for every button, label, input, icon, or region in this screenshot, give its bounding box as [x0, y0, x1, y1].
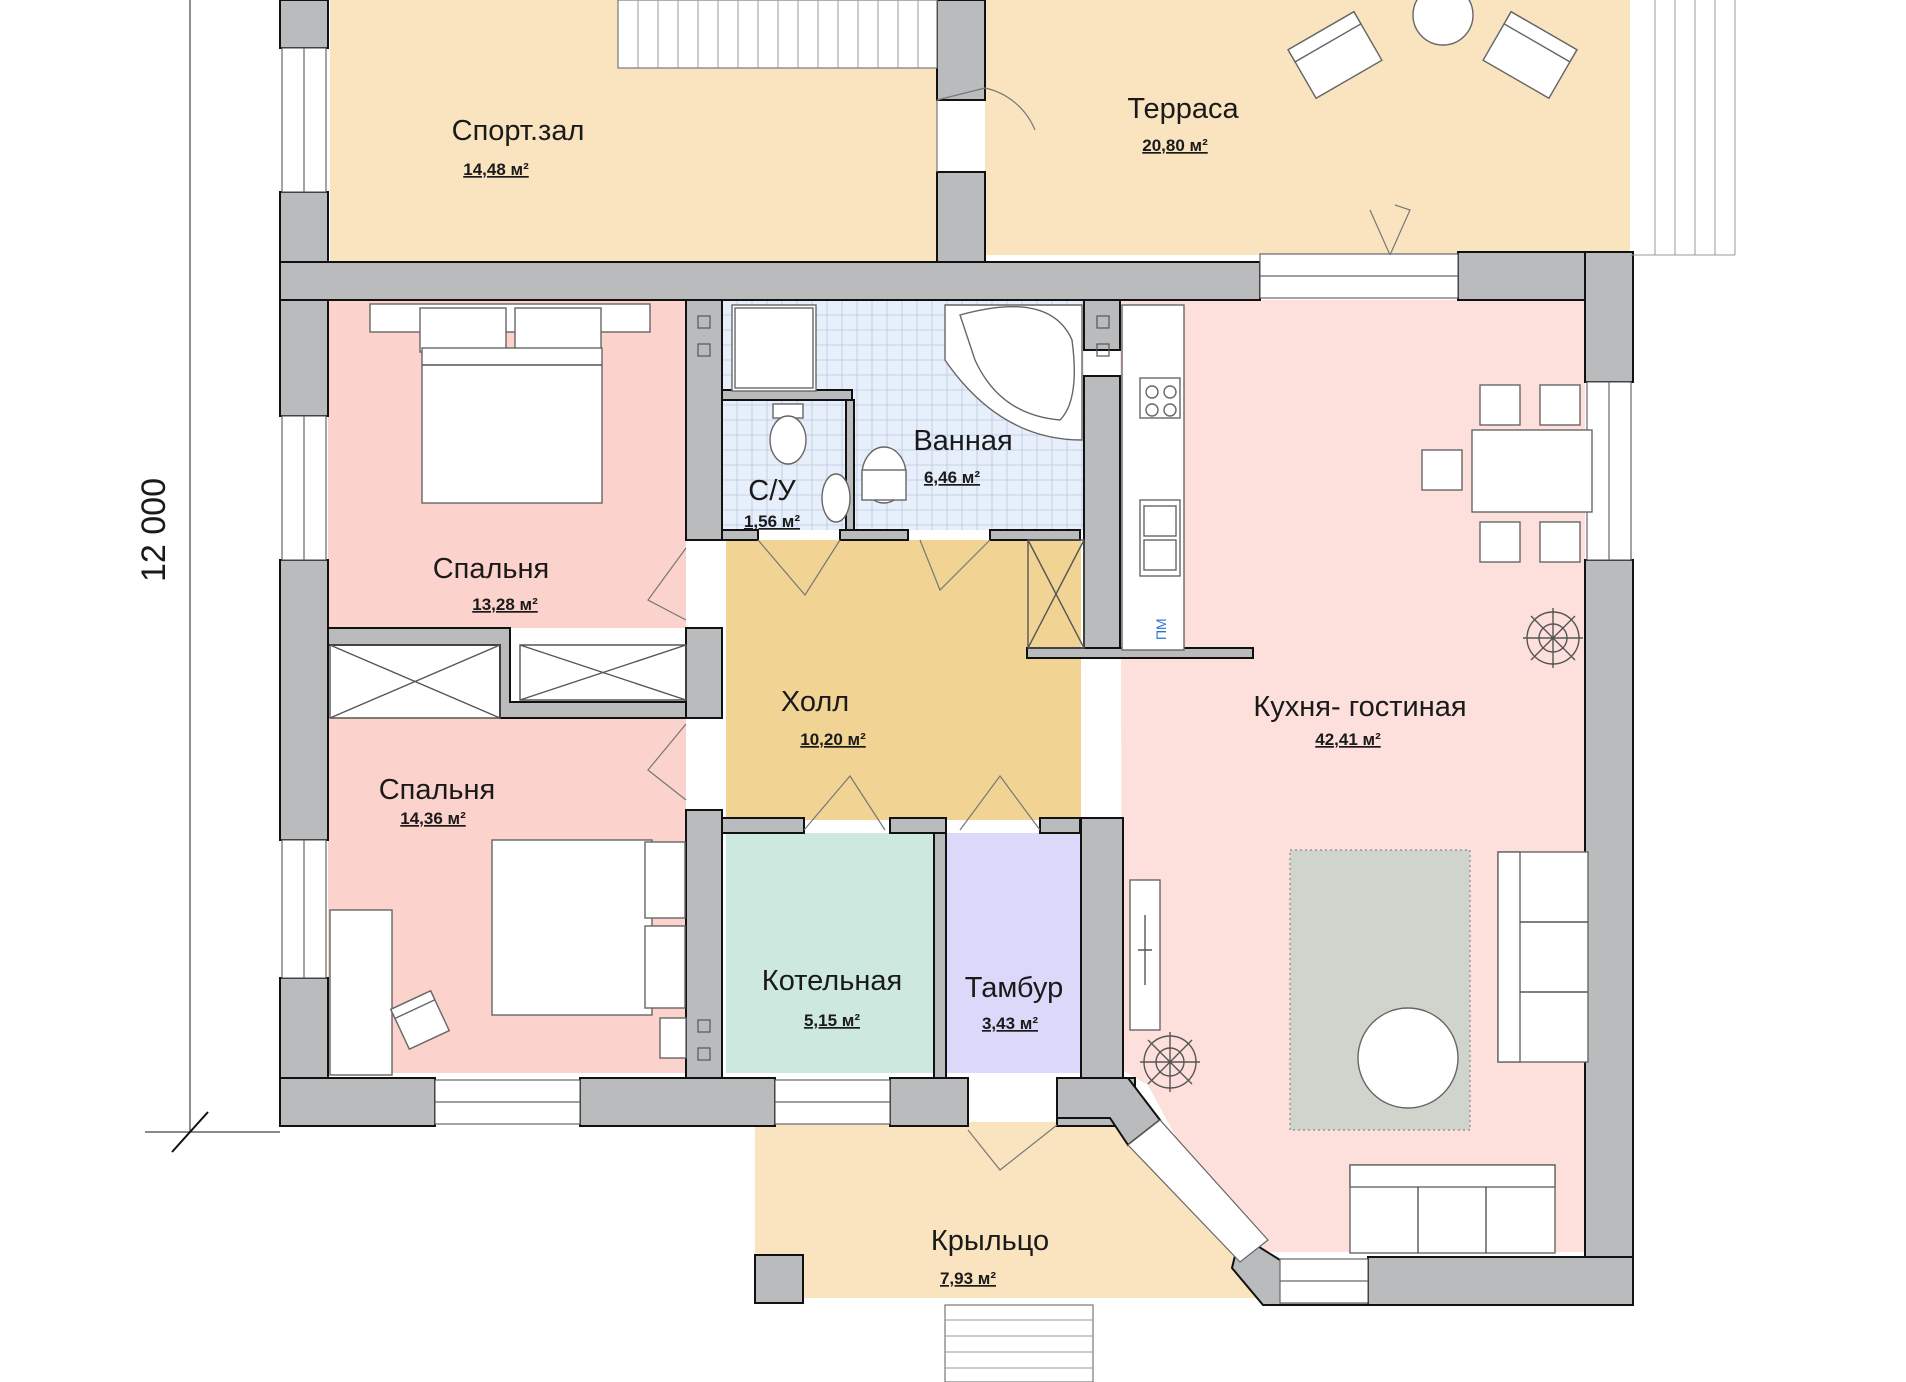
vestibule-name: Тамбур	[965, 972, 1063, 1004]
boiler-area: 5,15 м²	[804, 1011, 860, 1030]
porch-steps	[944, 1304, 1094, 1382]
wc-name: С/У	[748, 475, 796, 507]
hall-floor	[726, 540, 1081, 820]
structural-marks	[697, 315, 1110, 1061]
room-labels: Спорт.зал 14,48 м² Терраса 20,80 м² Ванн…	[379, 93, 1467, 1288]
bedroom2-area: 14,36 м²	[400, 809, 466, 828]
stairs	[617, 0, 938, 69]
bath-area: 6,46 м²	[924, 468, 980, 487]
sport-hall-area: 14,48 м²	[463, 160, 529, 179]
dimension-line: 12 000	[135, 0, 280, 1153]
boiler-floor	[726, 833, 934, 1073]
bedroom1-area: 13,28 м²	[472, 595, 538, 614]
bath-name: Ванная	[913, 425, 1012, 457]
vestibule-floor	[946, 833, 1081, 1073]
porch-name: Крыльцо	[931, 1225, 1049, 1257]
wc-area: 1,56 м²	[744, 512, 800, 531]
bedroom1-name: Спальня	[433, 553, 550, 585]
kitchen-area: 42,41 м²	[1315, 730, 1381, 749]
walls	[279, 0, 1634, 1306]
kitchen-name: Кухня- гостиная	[1253, 691, 1466, 723]
sport-hall-name: Спорт.зал	[452, 115, 585, 147]
hall-name: Холл	[781, 686, 849, 718]
terrace-area: 20,80 м²	[1142, 136, 1208, 155]
terrace-name: Терраса	[1127, 93, 1239, 125]
furniture	[329, 0, 1593, 1254]
height-dimension-label: 12 000	[135, 478, 173, 582]
windows	[281, 47, 1632, 1304]
vestibule-area: 3,43 м²	[982, 1014, 1038, 1033]
porch-floor	[755, 1122, 1262, 1298]
boiler-name: Котельная	[762, 965, 902, 997]
hall-area: 10,20 м²	[800, 730, 866, 749]
terrace-steps	[1630, 0, 1736, 256]
bedroom2-name: Спальня	[379, 774, 496, 806]
porch-area: 7,93 м²	[940, 1269, 996, 1288]
dishwasher-label: ПМ	[1153, 618, 1169, 640]
doors	[329, 87, 1411, 1171]
